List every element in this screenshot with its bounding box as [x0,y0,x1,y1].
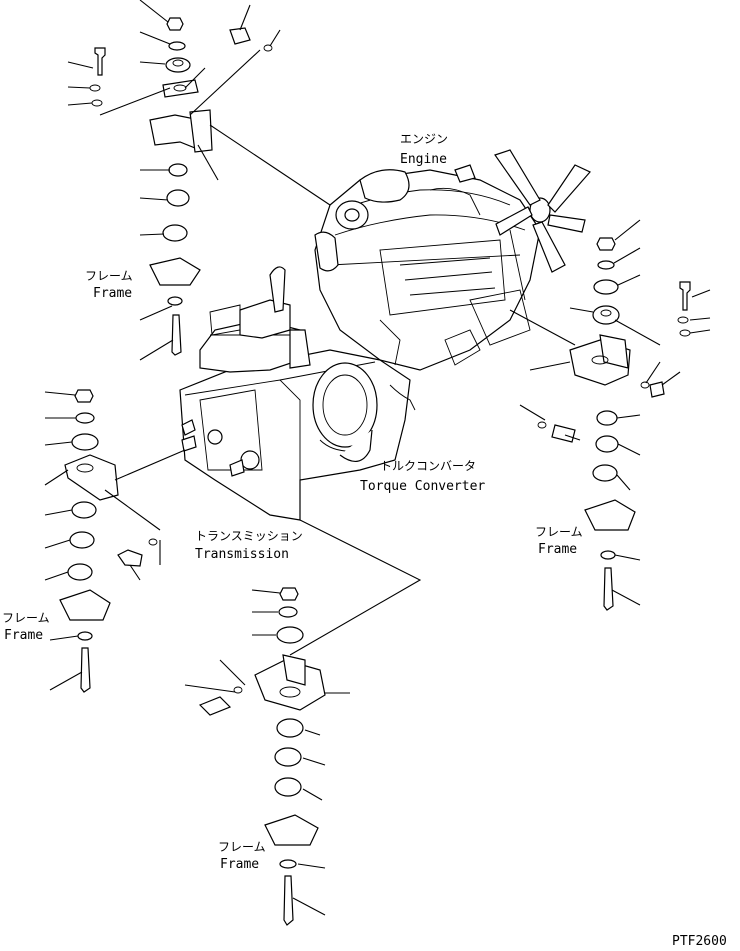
frame-label-en-right: Frame [538,542,577,557]
transmission-assembly [179,266,416,521]
frame-label-jp-bottom: フレーム [218,840,266,854]
mount-stack-upper-left [67,0,331,361]
engine-assembly [314,149,591,371]
frame-label-en-bottom: Frame [220,857,259,872]
frame-label-en-upper-left: Frame [93,286,132,301]
transmission-label-jp: トランスミッション [195,529,303,543]
mount-stack-left [44,389,186,693]
torque-converter-label-jp: トルクコンバータ [380,459,476,473]
fan [494,149,591,273]
torque-converter-label-en: Torque Converter [360,479,485,494]
mount-stack-bottom [184,519,422,926]
frame-label-jp-left: フレーム [2,611,50,625]
engine-label-en: Engine [400,152,447,167]
drawing-code: PTF2600 [672,934,727,949]
transmission-label-en: Transmission [195,547,289,562]
frame-label-jp-right: フレーム [535,525,583,539]
frame-label-jp-upper-left: フレーム [85,269,133,283]
mount-stack-right [509,219,711,611]
engine-label-jp: エンジン [400,132,448,146]
frame-label-en-left: Frame [4,628,43,643]
